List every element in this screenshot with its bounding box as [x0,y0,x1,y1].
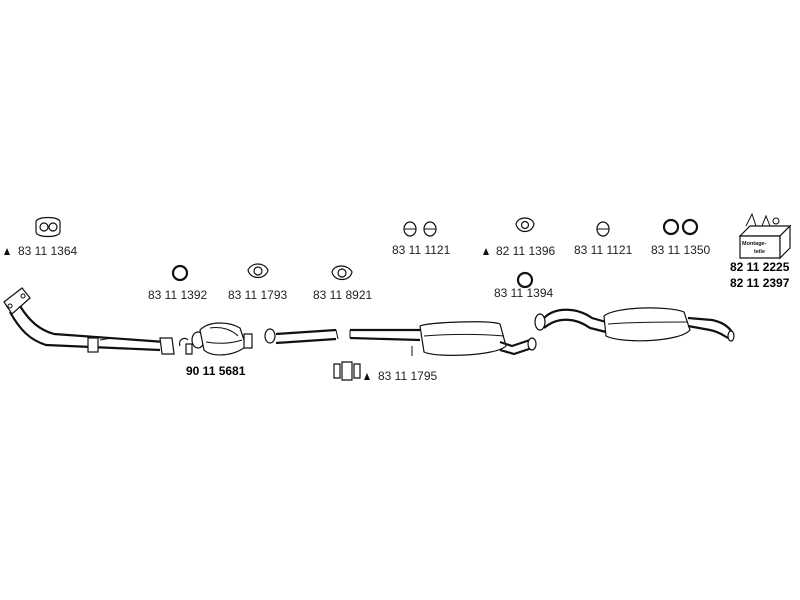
rear-muffler [534,307,735,342]
intermediate-pipe [264,328,339,345]
part-number-gasket-mid: 83 11 1793 [228,288,287,302]
part-number-gasket-front: 83 11 1364 [18,244,77,258]
ring-pair-icon [662,218,699,236]
triangle-icon [364,373,370,380]
part-number-catalyst: 90 11 5681 [186,364,246,378]
part-number-ring-center: 83 11 1394 [494,286,553,300]
part-number-kit-a: 82 11 2225 [730,260,790,274]
rubber-mount-icon [596,221,610,237]
ring-icon [171,264,189,282]
ring-icon [516,271,534,289]
triangle-icon [483,248,489,255]
center-muffler [349,321,537,356]
part-number-gasket-center: 82 11 1396 [496,244,555,258]
clamp-icon [333,361,361,381]
gasket-icon [35,216,61,238]
catalyst [179,322,253,356]
gasket-icon [247,263,269,279]
svg-text:Montage-: Montage- [742,241,767,247]
rubber-mount-icon [403,221,437,237]
svg-text:teile: teile [754,249,765,255]
front-downpipe [3,287,175,355]
part-number-kit-b: 82 11 2397 [730,276,790,290]
clamp-gasket-icon [331,265,353,281]
part-number-ring-small: 83 11 1392 [148,288,207,302]
part-number-clamp-gasket: 83 11 8921 [313,288,372,302]
part-number-clamp: 83 11 1795 [378,369,437,383]
gasket-icon [515,217,535,233]
triangle-icon [4,248,10,255]
mounting-kit-icon: Montage- teile [738,212,792,260]
part-number-ring-pair: 83 11 1350 [651,243,710,257]
part-number-rubber-mount-b: 83 11 1121 [574,243,633,257]
part-number-rubber-mount-a: 83 11 1121 [392,243,451,257]
